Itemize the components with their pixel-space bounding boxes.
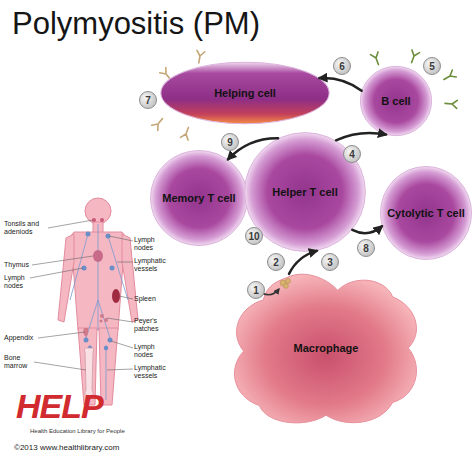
arrow-connector bbox=[336, 133, 386, 140]
callout-number: 5 bbox=[423, 57, 441, 75]
antibody-symbol bbox=[445, 99, 458, 108]
cell-shape bbox=[235, 274, 417, 423]
anatomy-label: Lymphatic vessels bbox=[134, 257, 170, 273]
logo-tagline: Health Education Library for People bbox=[30, 428, 125, 434]
cell-shape bbox=[380, 166, 471, 259]
arrow-connector bbox=[289, 251, 317, 274]
callout-number: 8 bbox=[357, 239, 375, 257]
lymphatic-vessels bbox=[70, 224, 128, 400]
body-head bbox=[85, 198, 111, 224]
copyright-note: ©2013 www.healthlibrary.com bbox=[14, 443, 119, 452]
leader-line bbox=[34, 362, 86, 370]
patch bbox=[99, 319, 102, 322]
node-label: Macrophage bbox=[294, 342, 359, 355]
node-label: Helping cell bbox=[214, 87, 276, 100]
cell-node: Memory T cell bbox=[150, 150, 248, 246]
callout-number: 6 bbox=[333, 57, 351, 75]
anatomy-label: Appendix bbox=[4, 334, 40, 342]
antibody-symbol bbox=[408, 50, 420, 64]
anatomy-label: Peyer's patches bbox=[134, 317, 166, 333]
callout-number: 2 bbox=[267, 253, 285, 271]
anatomy-label: Lymphatic vessels bbox=[134, 364, 170, 380]
peyers-patches bbox=[99, 314, 108, 323]
cell-shape bbox=[150, 150, 247, 245]
lymph-node bbox=[86, 232, 91, 237]
node-label: B cell bbox=[381, 95, 410, 108]
leader-line bbox=[119, 296, 133, 299]
callout-number: 4 bbox=[343, 145, 361, 163]
node-label: Cytolytic T cell bbox=[387, 207, 465, 220]
cell-shape bbox=[360, 66, 431, 135]
leader-line bbox=[38, 332, 85, 338]
lymph-node bbox=[104, 346, 108, 350]
antibody-symbol bbox=[371, 52, 383, 66]
lymph-node bbox=[84, 338, 89, 343]
thymus bbox=[93, 250, 103, 262]
cell-node: Cytolytic T cell bbox=[380, 166, 472, 260]
leader-line bbox=[111, 341, 133, 348]
appendix bbox=[83, 328, 88, 337]
node-label: Memory T cell bbox=[162, 192, 235, 205]
anatomy-label: Lymph nodes bbox=[4, 274, 32, 290]
leader-line bbox=[107, 369, 133, 370]
antibody-symbol bbox=[442, 70, 456, 83]
callout-number: 1 bbox=[247, 281, 265, 299]
antibody-symbol bbox=[181, 126, 193, 140]
anatomy-label: Lymph nodes bbox=[134, 236, 166, 252]
callout-number: 3 bbox=[321, 253, 339, 271]
leader-line bbox=[117, 262, 133, 263]
cell-text-box: B cell bbox=[360, 66, 432, 136]
leader-line bbox=[48, 220, 93, 228]
arrow-connector bbox=[352, 226, 382, 233]
callout-number: 10 bbox=[245, 227, 263, 245]
leader-line bbox=[30, 268, 83, 278]
anatomy-label: Bone marrow bbox=[4, 354, 34, 370]
cell-text-box: Cytolytic T cell bbox=[380, 166, 472, 260]
cell-text-box: Memory T cell bbox=[150, 150, 248, 246]
body-figure bbox=[58, 198, 138, 405]
cell-text-box: Helping cell bbox=[160, 62, 330, 124]
leader-line bbox=[107, 318, 133, 322]
cell-node: Helping cell bbox=[160, 62, 330, 124]
lymph-node bbox=[110, 266, 115, 271]
body-arm bbox=[58, 234, 74, 322]
antibody-symbol bbox=[195, 50, 205, 63]
anatomy-label: Tonsils and adeniods bbox=[4, 220, 50, 236]
tonsil bbox=[100, 218, 104, 222]
cell-shape bbox=[161, 62, 329, 123]
leader-line bbox=[109, 236, 133, 241]
leader-lines bbox=[30, 220, 133, 370]
cell-shape bbox=[245, 133, 366, 252]
patch bbox=[104, 318, 108, 322]
logo-text: HELP bbox=[16, 388, 103, 424]
antibody-symbol bbox=[152, 116, 166, 130]
spleen bbox=[112, 289, 120, 303]
lymph-nodes bbox=[82, 232, 115, 351]
anatomy-label: Thymus bbox=[4, 261, 38, 269]
diagram-title: Polymyositis (PM) bbox=[12, 6, 260, 42]
lymph-node bbox=[108, 338, 113, 343]
patch bbox=[100, 314, 104, 318]
leader-line bbox=[32, 256, 93, 265]
cell-node: B cell bbox=[360, 66, 432, 136]
node-label: Helper T cell bbox=[272, 186, 337, 199]
vessel-line bbox=[70, 224, 128, 400]
anatomy-label: Spleen bbox=[134, 295, 166, 303]
callout-number: 7 bbox=[139, 91, 157, 109]
anatomy-label: Lymph nodes bbox=[134, 343, 166, 359]
callout-number: 9 bbox=[221, 133, 239, 151]
